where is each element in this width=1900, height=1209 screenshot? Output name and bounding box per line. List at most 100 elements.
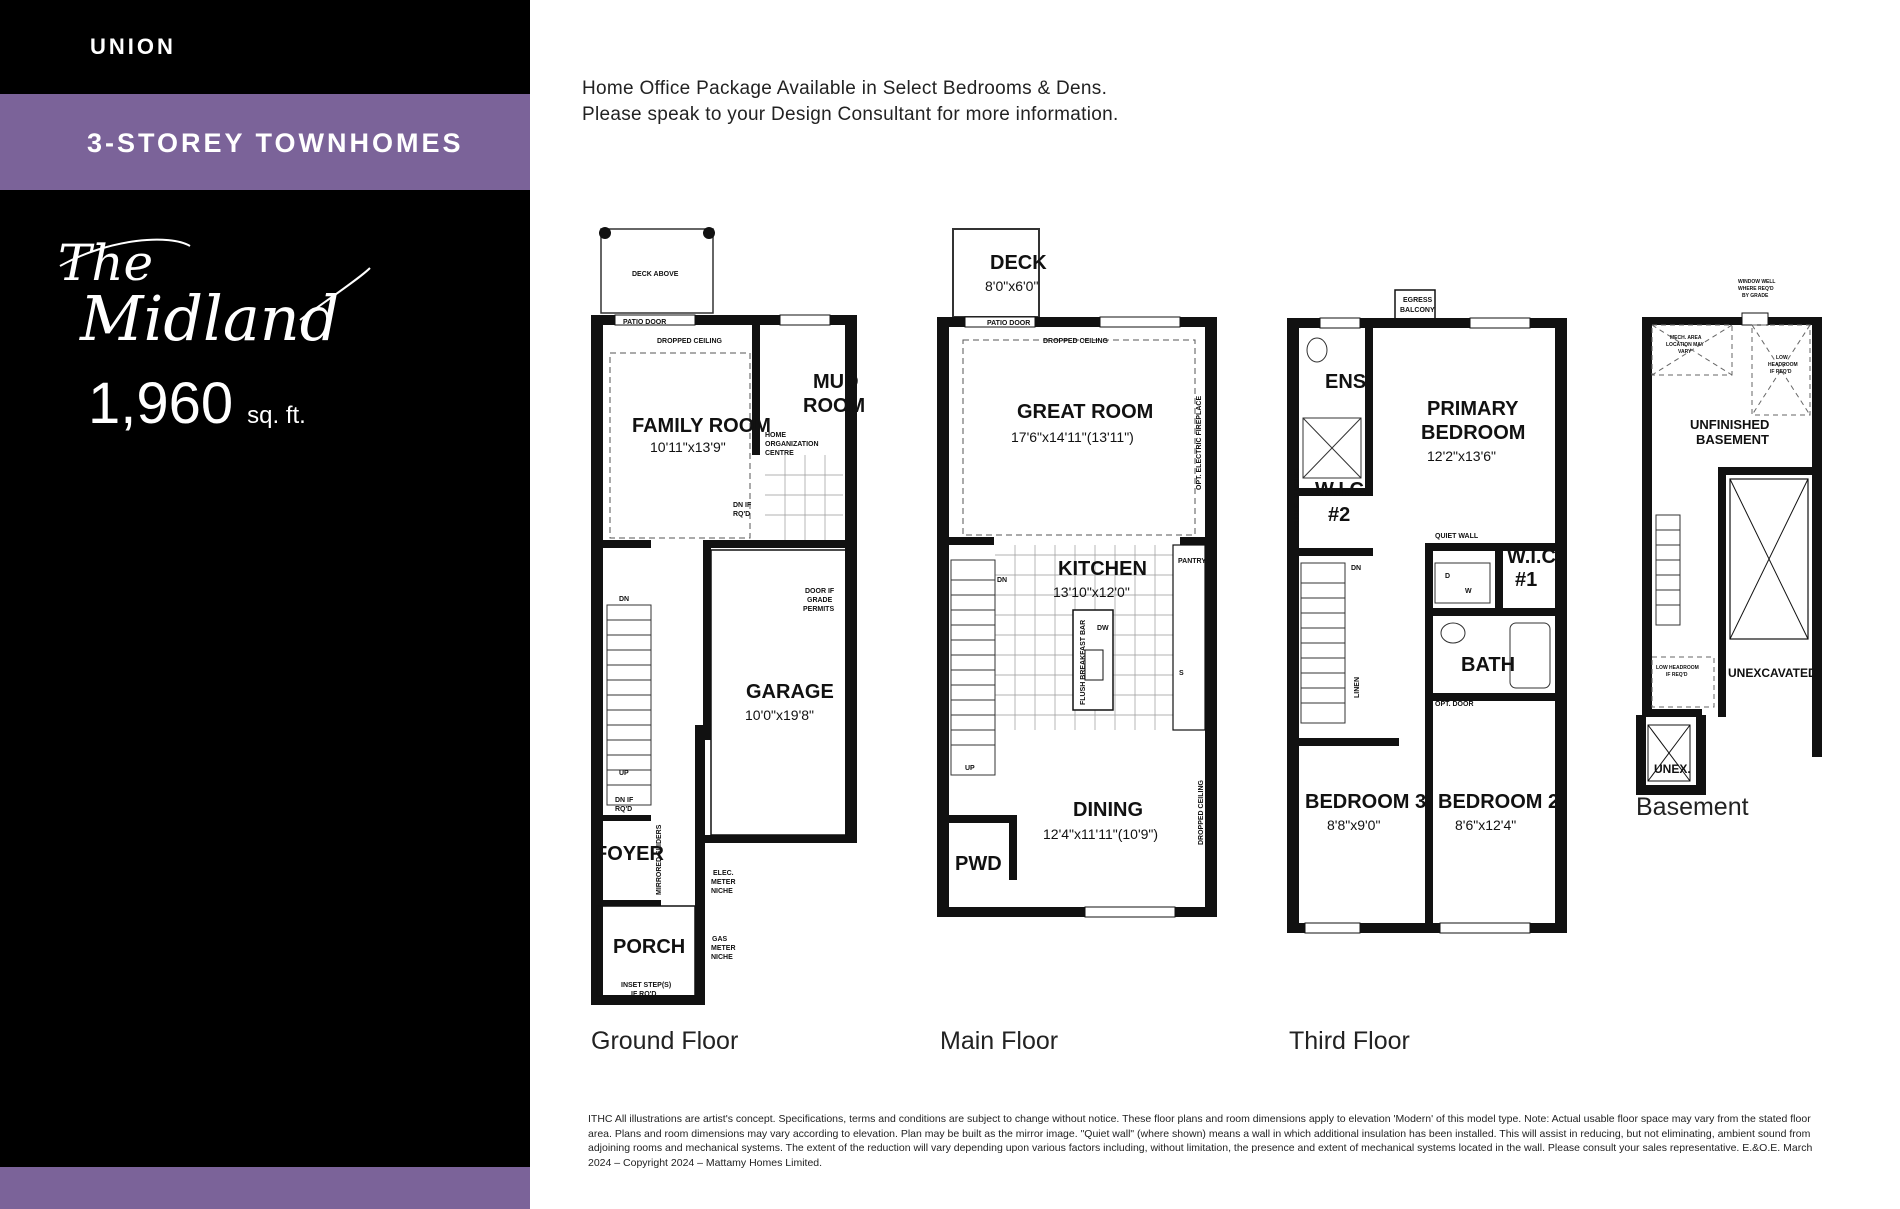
egress-balcony-label-1: EGRESS [1403, 297, 1433, 304]
wic2-label-1: W.I.C. [1315, 479, 1369, 501]
ground-floor-plan: DECK ABOVE PATIO DOOR DROPPED CEILING FA… [585, 225, 865, 1010]
dropped-ceiling-label: DROPPED CEILING [657, 338, 723, 345]
unfinished-label-1: UNFINISHED [1690, 417, 1769, 432]
bedroom3-label: BEDROOM 3 [1305, 791, 1426, 813]
wic1-label-2: #1 [1515, 569, 1537, 591]
dw-label: DW [1097, 625, 1109, 632]
garage-label: GARAGE [746, 681, 834, 703]
third-floor-walls [1287, 289, 1567, 934]
legal-disclaimer: ITHC All illustrations are artist's conc… [588, 1113, 1813, 1169]
main-dropped-ceiling-label: DROPPED CEILING [1043, 338, 1109, 345]
garage-dim: 10'0"x19'8" [745, 707, 814, 723]
window-well-label-1: WINDOW WELL [1738, 279, 1776, 285]
great-room-dim: 17'6"x14'11"(13'11") [1011, 429, 1134, 445]
home-org-label-3: CENTRE [765, 450, 794, 457]
dn-rqd2-label-2: RQ'D [615, 806, 632, 813]
dn-rqd-label-1: DN IF [733, 502, 752, 509]
kitchen-label: KITCHEN [1058, 558, 1147, 580]
sink-label: S [1179, 670, 1184, 677]
dn-rqd-label-2: RQ'D [733, 511, 750, 518]
elec-meter-label-2: METER [711, 879, 736, 886]
ground-floor-label: Ground Floor [591, 1027, 739, 1055]
door-grade-label-3: PERMITS [803, 606, 834, 613]
inset-steps-label-1: INSET STEP(S) [621, 982, 671, 989]
main-floor-walls [937, 228, 1217, 918]
opt-door-label: OPT. DOOR [1435, 701, 1474, 708]
main-up-label: UP [965, 765, 975, 772]
low-headroom-label-2: HEADROOM [1768, 362, 1798, 368]
door-grade-label-2: GRADE [807, 597, 833, 604]
door-grade-label-1: DOOR IF [805, 588, 835, 595]
bath-label: BATH [1461, 654, 1515, 676]
bedroom2-label: BEDROOM 2 [1438, 791, 1559, 813]
bedroom2-dim: 8'6"x12'4" [1455, 817, 1516, 833]
note-line-1: Home Office Package Available in Select … [582, 78, 1108, 99]
basement-label: Basement [1636, 793, 1749, 821]
third-dn-label: DN [1351, 565, 1361, 572]
unfinished-label-2: BASEMENT [1696, 432, 1769, 447]
quiet-wall-label: QUIET WALL [1435, 533, 1479, 540]
family-room-label: FAMILY ROOM [632, 415, 771, 437]
primary-bedroom-dim: 12'2"x13'6" [1427, 448, 1496, 464]
home-org-label-1: HOME [765, 432, 786, 439]
sqft-unit: sq. ft. [247, 402, 306, 429]
dn-rqd2-label-1: DN IF [615, 797, 634, 804]
sidebar-panel: UNION 3-STOREY TOWNHOMES The Midland 1,9… [0, 0, 530, 1209]
elec-meter-label-1: ELEC. [713, 870, 734, 877]
unexcavated-label: UNEXCAVATED [1728, 666, 1817, 680]
ens-label: ENS. [1325, 371, 1372, 393]
wic1-label-1: W.I.C. [1507, 546, 1561, 568]
collection-title: 3-STOREY TOWNHOMES [87, 128, 464, 158]
collection-band: 3-STOREY TOWNHOMES [0, 94, 530, 190]
deck-above-label: DECK ABOVE [632, 271, 679, 278]
deck-dim: 8'0"x6'0" [985, 278, 1038, 294]
note-line-2: Please speak to your Design Consultant f… [582, 104, 1119, 125]
unex-label: UNEX. [1654, 762, 1691, 776]
dining-label: DINING [1073, 799, 1143, 821]
low-headroom-label-3: IF REQ'D [1770, 369, 1792, 375]
gas-meter-label-3: NICHE [711, 954, 733, 961]
patio-door-label: PATIO DOOR [623, 319, 666, 326]
dryer-label: D [1445, 573, 1450, 580]
low-headroom-label-1: LOW [1776, 355, 1788, 361]
home-office-note: Home Office Package Available in Select … [582, 76, 1119, 128]
mech-area-label-2: LOCATION MAY [1666, 342, 1704, 348]
model-name-line2: Midland [79, 282, 339, 355]
elec-meter-label-3: NICHE [711, 888, 733, 895]
primary-bedroom-label-2: BEDROOM [1421, 422, 1525, 444]
washer-label: W [1465, 588, 1472, 595]
linen-label: LINEN [1354, 677, 1361, 698]
square-footage: 1,960 sq. ft. [88, 370, 306, 437]
main-floor-plan: DECK 8'0"x6'0" PATIO DOOR DROPPED CEILIN… [935, 225, 1225, 940]
family-room-dim: 10'11"x13'9" [650, 439, 726, 455]
third-floor-label: Third Floor [1289, 1027, 1410, 1055]
third-floor-plan: EGRESS BALCONY ENS. PRIMARY BEDROOM 12'2… [1285, 288, 1575, 943]
window-well-label-2: WHERE REQ'D [1738, 286, 1774, 292]
primary-bedroom-label-1: PRIMARY [1427, 398, 1519, 420]
double-hanging-label-1: DOUBLE HANGING [1294, 468, 1301, 533]
foyer-label: FOYER [595, 843, 664, 865]
bedroom3-dim: 8'8"x9'0" [1327, 817, 1380, 833]
gas-meter-label-1: GAS [712, 936, 728, 943]
sqft-value: 1,960 [88, 371, 234, 436]
flush-bar-label: FLUSH BREAKFAST BAR [1080, 620, 1087, 705]
porch-label: PORCH [613, 936, 685, 958]
main-dn-label: DN [997, 577, 1007, 584]
mech-area-label-1: MECH. AREA [1670, 335, 1702, 341]
mirrored-sliders-label: MIRRORED SLIDERS [656, 824, 663, 895]
egress-balcony-label-2: BALCONY [1400, 307, 1435, 314]
wic2-label-2: #2 [1328, 504, 1350, 526]
main-patio-door-label: PATIO DOOR [987, 320, 1030, 327]
ground-floor-walls [591, 227, 857, 1005]
inset-steps-label-2: IF RQ'D [631, 991, 656, 998]
basement-plan: WINDOW WELL WHERE REQ'D BY GRADE MECH. A… [1630, 275, 1830, 800]
egress-balcony-outline [1394, 289, 1436, 321]
mud-room-label-1: MUD [813, 371, 859, 393]
mech-area-label-3: VARY [1678, 349, 1692, 355]
model-name-line1: The [58, 234, 153, 292]
deck-label: DECK [990, 252, 1047, 274]
deck-above-outline [600, 228, 714, 314]
model-name-logo: The Midland [50, 228, 380, 358]
window-well-label-3: BY GRADE [1742, 293, 1769, 299]
bottom-accent-band [0, 1167, 530, 1209]
